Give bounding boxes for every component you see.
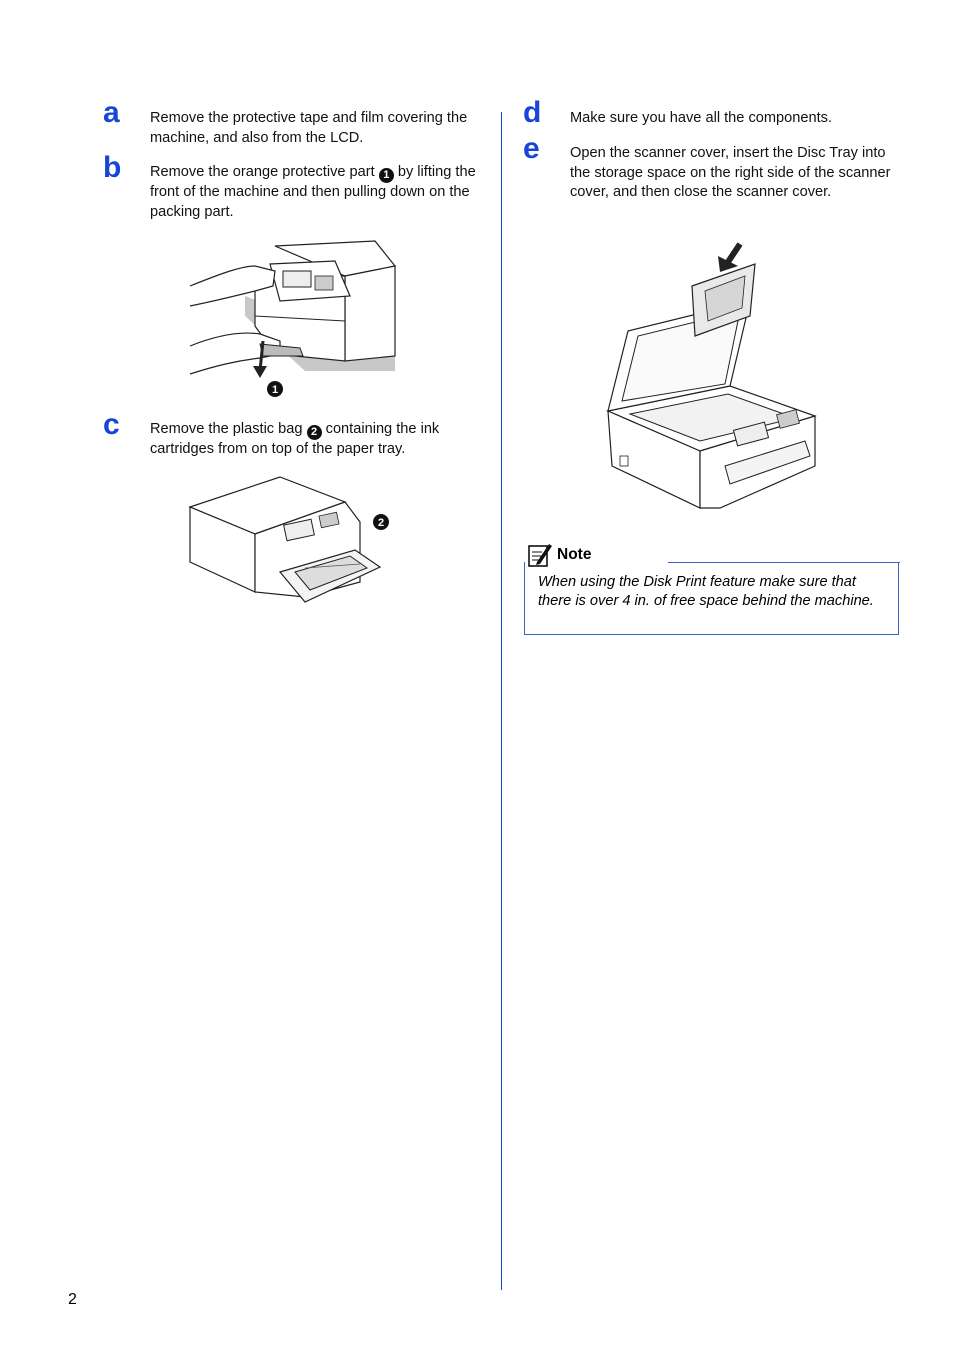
callout-2-badge: 2 bbox=[306, 425, 322, 440]
note-pencil-icon bbox=[528, 544, 552, 567]
step-b-text-before: Remove the orange protective part bbox=[150, 164, 375, 180]
remove-bag-illustration: 2 bbox=[188, 476, 389, 603]
note-top-rule bbox=[668, 562, 900, 563]
column-divider bbox=[501, 112, 502, 1290]
step-a-text: Remove the protective tape and film cove… bbox=[150, 110, 468, 146]
page-number: 2 bbox=[68, 1291, 77, 1308]
step-b-text: Remove the orange protective part 1 by l… bbox=[150, 163, 480, 222]
step-c-text: Remove the plastic bag 2 containing the … bbox=[150, 420, 480, 460]
step-d-letter: d bbox=[523, 96, 542, 129]
note-header: Note bbox=[527, 542, 591, 568]
callout-1-badge: 1 bbox=[378, 168, 394, 183]
step-c-text-before: Remove the plastic bag bbox=[150, 421, 303, 437]
note-title: Note bbox=[557, 546, 592, 563]
step-e-letter: e bbox=[523, 132, 540, 165]
illustration-c-callout: 2 bbox=[378, 517, 384, 529]
step-a-letter: a bbox=[103, 96, 120, 129]
disc-tray-illustration bbox=[606, 242, 817, 509]
step-e-text: Open the scanner cover, insert the Disc … bbox=[570, 145, 891, 200]
illustration-b-callout: 1 bbox=[272, 384, 278, 396]
remove-packing-illustration: 1 bbox=[189, 240, 397, 397]
note-text: When using the Disk Print feature make s… bbox=[538, 574, 874, 610]
note-box bbox=[524, 562, 899, 635]
step-c-text-after: containing the ink cartridges from on to… bbox=[150, 421, 440, 457]
step-b-letter: b bbox=[103, 151, 122, 184]
step-d-text: Make sure you have all the components. bbox=[570, 110, 833, 126]
step-c-letter: c bbox=[103, 408, 120, 441]
step-b-text-after: by lifting the front of the machine and … bbox=[150, 164, 476, 220]
